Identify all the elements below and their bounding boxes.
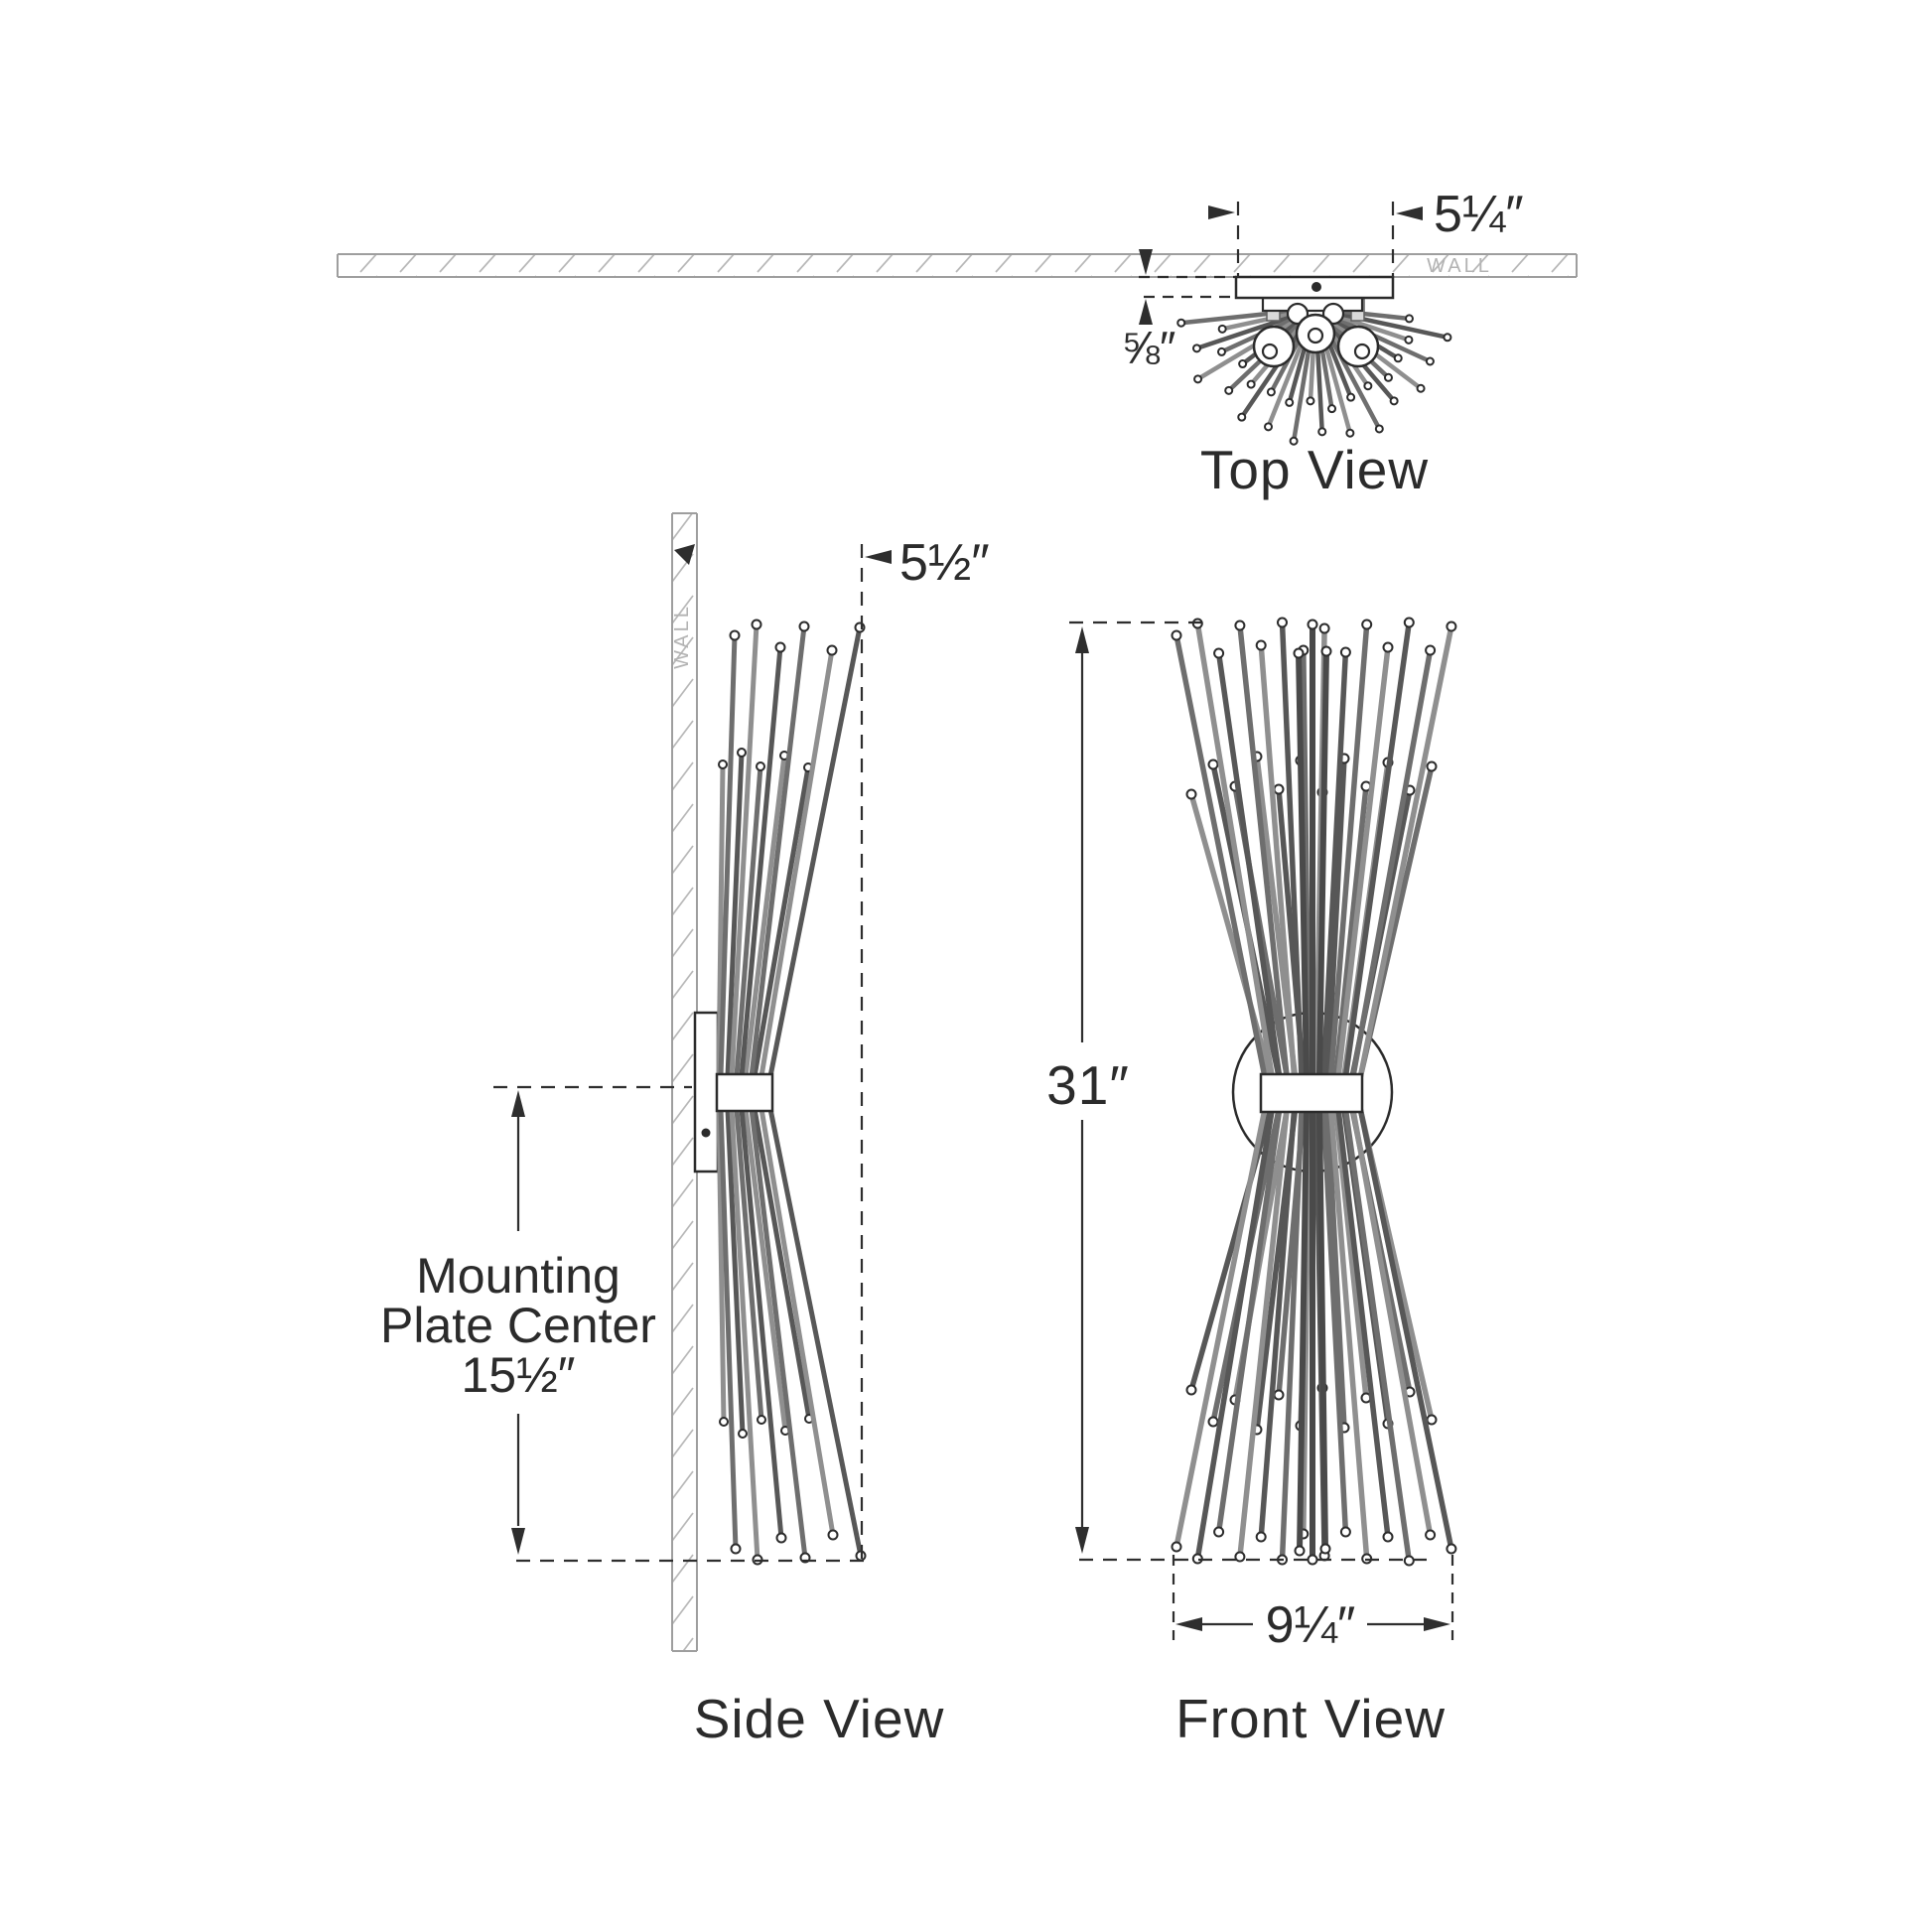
- dim-backplate-width: 5¼″: [1208, 186, 1524, 277]
- top-view-title: Top View: [1200, 439, 1429, 500]
- side-view-upper-rods: [716, 619, 866, 1079]
- wall-pointer-icon: [674, 544, 695, 565]
- front-view-upper-rods: [1171, 617, 1457, 1080]
- side-view: WALL 5½″ Mounting Plate Center 15½″: [380, 512, 990, 1749]
- mounting-plate-center-line2: Plate Center: [380, 1298, 656, 1353]
- dim-overall-height: 31″: [1046, 621, 1437, 1562]
- backplate-screw: [1311, 282, 1321, 292]
- top-view-wall: WALL: [337, 253, 1578, 278]
- dim-overall-height-label: 31″: [1046, 1054, 1130, 1116]
- dim-projection-label: 5½″: [899, 534, 990, 592]
- front-view-title: Front View: [1175, 1688, 1446, 1749]
- center-band-side: [715, 1072, 774, 1113]
- arrowhead: [1075, 626, 1089, 653]
- junction-box: [1261, 296, 1364, 313]
- front-view: 31″ 9¼″ Front View: [1046, 617, 1457, 1749]
- top-view-fixture: [1234, 275, 1395, 368]
- dim-backplate-thickness-label: ⅝″: [1122, 322, 1176, 373]
- mounting-screw: [701, 1128, 711, 1138]
- arrowhead: [1139, 249, 1153, 275]
- arrowhead: [511, 1090, 525, 1117]
- mounting-plate-center-line1: Mounting: [416, 1248, 621, 1304]
- bulb-center-tip: [1307, 327, 1324, 345]
- top-view: WALL 5¼″: [337, 186, 1578, 500]
- dim-mounting-plate-center: Mounting Plate Center 15½″: [380, 1085, 866, 1563]
- bulb-right-tip: [1353, 343, 1371, 360]
- side-view-title: Side View: [694, 1688, 945, 1749]
- mounting-plate-center-line3: 15½″: [461, 1347, 575, 1403]
- dim-overall-width-label: 9¼″: [1266, 1596, 1356, 1654]
- arrowhead: [1396, 207, 1423, 220]
- dim-overall-width: 9¼″: [1172, 1555, 1454, 1654]
- side-view-lower-rods: [716, 1106, 867, 1566]
- arrowhead: [1208, 206, 1235, 219]
- bulb-left-tip: [1261, 343, 1279, 360]
- dim-projection: 5½″: [860, 534, 990, 1561]
- dim-backplate-thickness: ⅝″: [1122, 249, 1236, 373]
- arrowhead: [511, 1528, 525, 1555]
- side-view-fixture: [693, 619, 867, 1566]
- arrowhead: [1139, 299, 1153, 325]
- dim-backplate-width-label: 5¼″: [1434, 186, 1524, 243]
- arrowhead: [1424, 1617, 1450, 1631]
- arrowhead: [865, 550, 892, 564]
- front-view-lower-rods: [1171, 1106, 1457, 1567]
- center-band-front: [1259, 1072, 1364, 1114]
- front-view-fixture: [1171, 617, 1457, 1567]
- side-view-wall: WALL: [671, 512, 698, 1652]
- mounting-plate-side: [693, 1011, 720, 1173]
- top-view-wall-label: WALL: [1427, 255, 1492, 277]
- arrowhead: [1075, 1527, 1089, 1554]
- side-view-wall-label: WALL: [671, 604, 693, 669]
